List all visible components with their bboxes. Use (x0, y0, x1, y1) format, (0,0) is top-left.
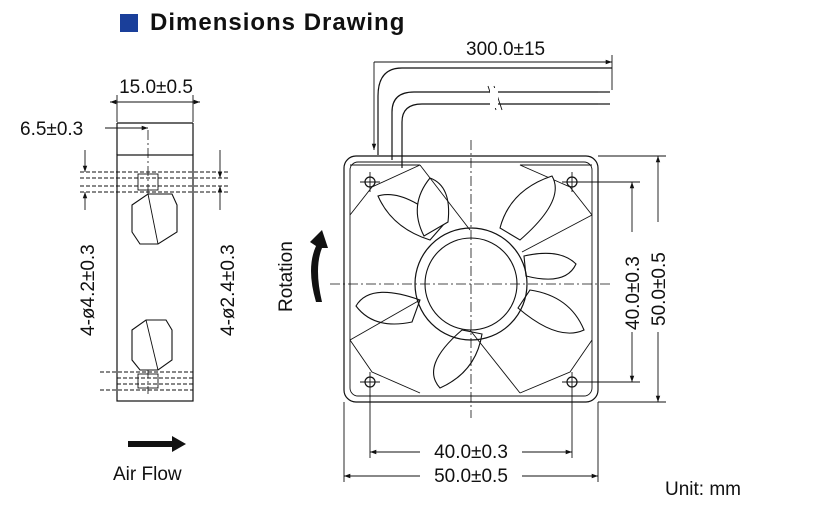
rotation-arrow-icon (310, 230, 328, 302)
hole-spacing-vertical-dimension: 40.0±0.3 (623, 256, 644, 330)
mounting-hole (562, 372, 582, 392)
frame-width-dimension: 50.0±0.5 (434, 466, 508, 487)
lead-length-dimension: 300.0±15 (466, 39, 545, 60)
side-view-frame (116, 154, 194, 402)
lead-wire (401, 103, 612, 168)
mounting-hole (562, 172, 582, 192)
frame-height-dimension: 50.0±0.5 (649, 252, 670, 326)
title-bullet-square-icon (120, 14, 138, 32)
unit-label: Unit: mm (665, 479, 741, 500)
airflow-indicator: Air Flow (113, 436, 186, 485)
mounting-hole (360, 372, 380, 392)
airflow-label: Air Flow (113, 464, 182, 485)
hole-spacing-horizontal-dimension: 40.0±0.3 (434, 442, 508, 463)
side-width-dimension: 15.0±0.5 (119, 77, 193, 98)
page-title: Dimensions Drawing (150, 9, 406, 36)
side-view: 15.0±0.5 6.5±0.3 4-ø4.2±0.3 4-ø2.4±0.3 (20, 77, 239, 402)
lead-wire (377, 67, 612, 155)
airflow-arrow-icon (128, 436, 186, 452)
side-offset-dimension: 6.5±0.3 (20, 119, 83, 140)
lead-wire (391, 91, 612, 160)
mounting-hole (360, 172, 380, 192)
rotation-label: Rotation (276, 241, 297, 312)
fan-blades (355, 175, 585, 389)
drawing-header: Dimensions Drawing (120, 6, 405, 40)
side-hole-outer-dimension: 4-ø4.2±0.3 (78, 244, 99, 336)
side-hole-inner-dimension: 4-ø2.4±0.3 (218, 244, 239, 336)
front-view: 300.0±15 40.0±0.3 50.0±0.5 40.0±0.3 50.0… (276, 39, 670, 487)
